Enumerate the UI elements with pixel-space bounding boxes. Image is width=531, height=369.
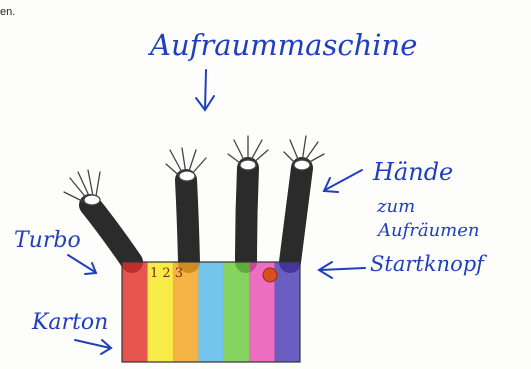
hands-arrow	[324, 169, 363, 191]
box-stripe	[147, 262, 174, 362]
hands	[63, 135, 325, 206]
karton-arrow	[74, 339, 111, 349]
arm-2	[175, 169, 200, 273]
hand-2	[165, 147, 207, 182]
start-knob	[262, 267, 278, 283]
haende-label: Hände	[373, 158, 454, 186]
hand-1	[63, 169, 101, 206]
title-arrowhead	[195, 95, 215, 112]
arrows	[67, 69, 366, 355]
corner-text: en.	[0, 6, 16, 18]
box-outline	[121, 261, 301, 363]
aufraeumen-label: Aufräumen	[378, 220, 480, 241]
karton-arrowhead	[100, 339, 113, 355]
turbo-label: Turbo	[14, 228, 81, 253]
turbo-arrow	[67, 254, 96, 273]
box-details	[262, 267, 278, 283]
turbo-arrowhead	[84, 262, 98, 275]
karton-label: Karton	[32, 310, 109, 335]
arm-3	[235, 157, 259, 273]
box-stripe	[172, 262, 199, 362]
startknopf-label: Startknopf	[370, 252, 484, 276]
arms	[79, 157, 313, 273]
title-arrow	[204, 69, 207, 111]
title-label: Aufraummaschine	[150, 28, 418, 62]
box-stripe	[198, 262, 225, 362]
zum-label: zum	[377, 196, 416, 217]
start-arrow	[319, 267, 366, 271]
hands-arrowhead	[322, 177, 339, 193]
arm-4	[279, 157, 313, 273]
start-arrowhead	[317, 261, 333, 279]
box-stripe	[274, 262, 301, 362]
box-stripe	[223, 262, 250, 362]
hand-4	[283, 135, 325, 171]
arm-1	[79, 194, 143, 273]
box-numbers-label: 1 2 3	[150, 266, 184, 281]
box-stripe	[122, 262, 148, 362]
hand-3	[227, 135, 269, 171]
